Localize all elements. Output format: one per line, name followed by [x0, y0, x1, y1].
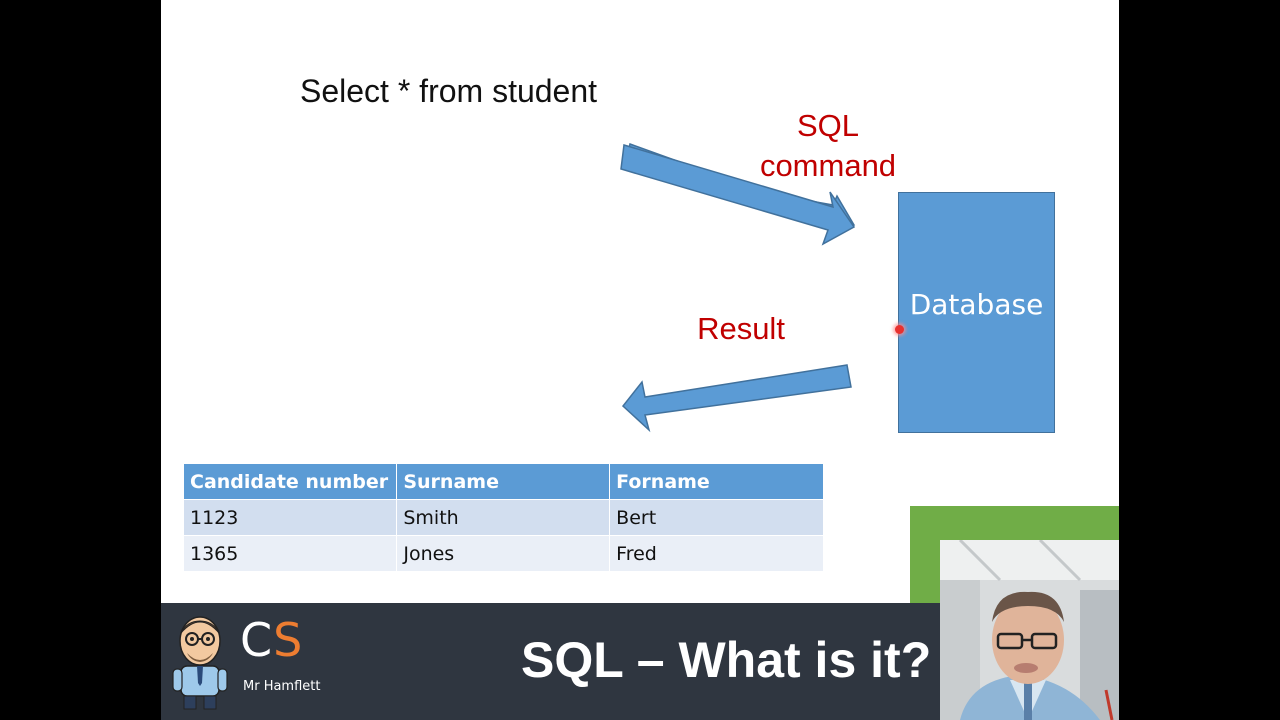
- table-header-cell: Surname: [396, 464, 611, 500]
- cs-logo-s: S: [273, 613, 304, 667]
- sql-query-text: Select * from student: [300, 73, 598, 109]
- sql-command-label-line2: command: [759, 148, 897, 183]
- table-cell: Fred: [609, 535, 824, 571]
- flow-arrows: [620, 143, 856, 433]
- database-label: Database: [909, 288, 1044, 321]
- result-label: Result: [697, 311, 785, 346]
- sql-command-label-line1: SQL: [796, 108, 860, 143]
- table-cell: 1123: [184, 499, 398, 536]
- table-cell: Bert: [609, 499, 824, 536]
- table-cell: 1365: [184, 535, 398, 571]
- cartoon-teacher-avatar-icon: [172, 616, 228, 710]
- table-header-cell: Candidate number: [184, 464, 398, 500]
- cs-logo: CS: [240, 613, 303, 667]
- laser-pointer-dot: [895, 325, 904, 334]
- table-row: 1365 Jones Fred: [184, 535, 824, 571]
- sql-command-label: SQL command: [741, 106, 915, 186]
- author-name: Mr Hamflett: [243, 679, 321, 694]
- webcam-feed: [940, 540, 1119, 720]
- database-box: Database: [898, 192, 1055, 433]
- table-header-row: Candidate number Surname Forname: [184, 464, 824, 500]
- arrow-left-icon: [621, 364, 852, 433]
- table-cell: Jones: [396, 535, 611, 571]
- table-header-cell: Forname: [609, 464, 824, 500]
- webcam-presenter-icon: [940, 540, 1119, 720]
- table-row: 1123 Smith Bert: [184, 499, 824, 536]
- result-table: Candidate number Surname Forname 1123 Sm…: [184, 464, 824, 571]
- slide-title: SQL – What is it?: [521, 632, 932, 688]
- arrow-right-icon: [620, 143, 856, 246]
- table-cell: Smith: [396, 499, 611, 536]
- presentation-slide: Select * from student SQL command Result…: [161, 0, 1119, 603]
- cs-logo-c: C: [240, 613, 274, 667]
